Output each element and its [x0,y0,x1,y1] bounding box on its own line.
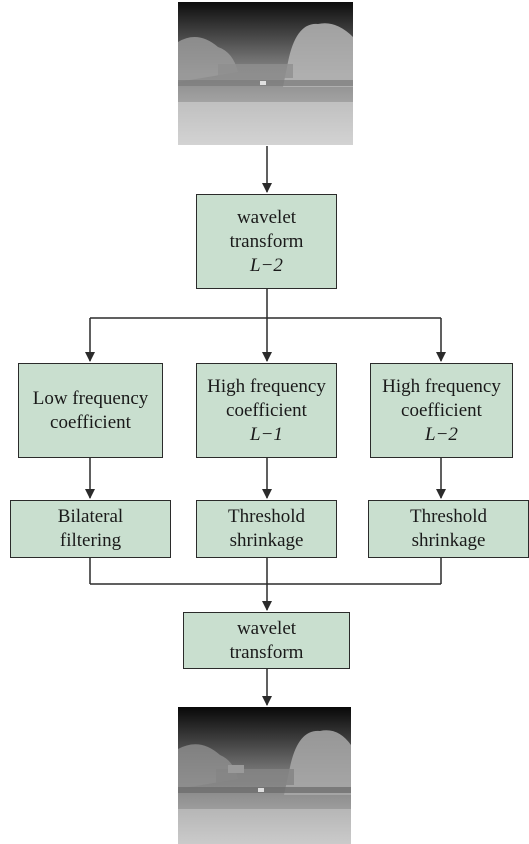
low-freq-line2: coefficient [50,411,131,433]
wavelet-transform-box: wavelet transform L−2 [196,194,337,289]
high-freq-1-line2: coefficient [226,399,307,421]
input-image [178,2,353,145]
bilateral-line2: filtering [59,530,122,551]
inverse-wavelet-transform-box: wavelet transform [183,612,350,669]
output-image [178,707,351,844]
threshold-shrinkage-box-2: Threshold shrinkage [368,500,529,558]
threshold-1-line2: shrinkage [229,530,304,551]
bilateral-line1: Bilateral [57,506,124,527]
bilateral-filtering-box: Bilateral filtering [10,500,171,558]
threshold-2-line1: Threshold [409,506,488,527]
wavelet-top-level: L−2 [250,254,283,276]
low-frequency-box: Low frequency coefficient [18,363,163,458]
wavelet-top-line1: wavelet [236,206,297,228]
high-freq-1-level: L−1 [250,423,283,445]
high-frequency-l2-box: High frequency coefficient L−2 [370,363,513,458]
wavelet-bottom-line1: wavelet [236,617,297,639]
threshold-shrinkage-box-1: Threshold shrinkage [196,500,337,558]
high-freq-2-line1: High frequency [382,375,501,397]
wavelet-top-line2: transform [229,230,304,252]
threshold-2-line2: shrinkage [411,530,486,551]
threshold-1-line1: Threshold [227,506,306,527]
wavelet-bottom-line2: transform [229,641,304,663]
high-freq-1-line1: High frequency [207,375,326,397]
low-freq-line1: Low frequency [32,387,149,409]
high-frequency-l1-box: High frequency coefficient L−1 [196,363,337,458]
high-freq-2-line2: coefficient [401,399,482,421]
high-freq-2-level: L−2 [425,423,458,445]
